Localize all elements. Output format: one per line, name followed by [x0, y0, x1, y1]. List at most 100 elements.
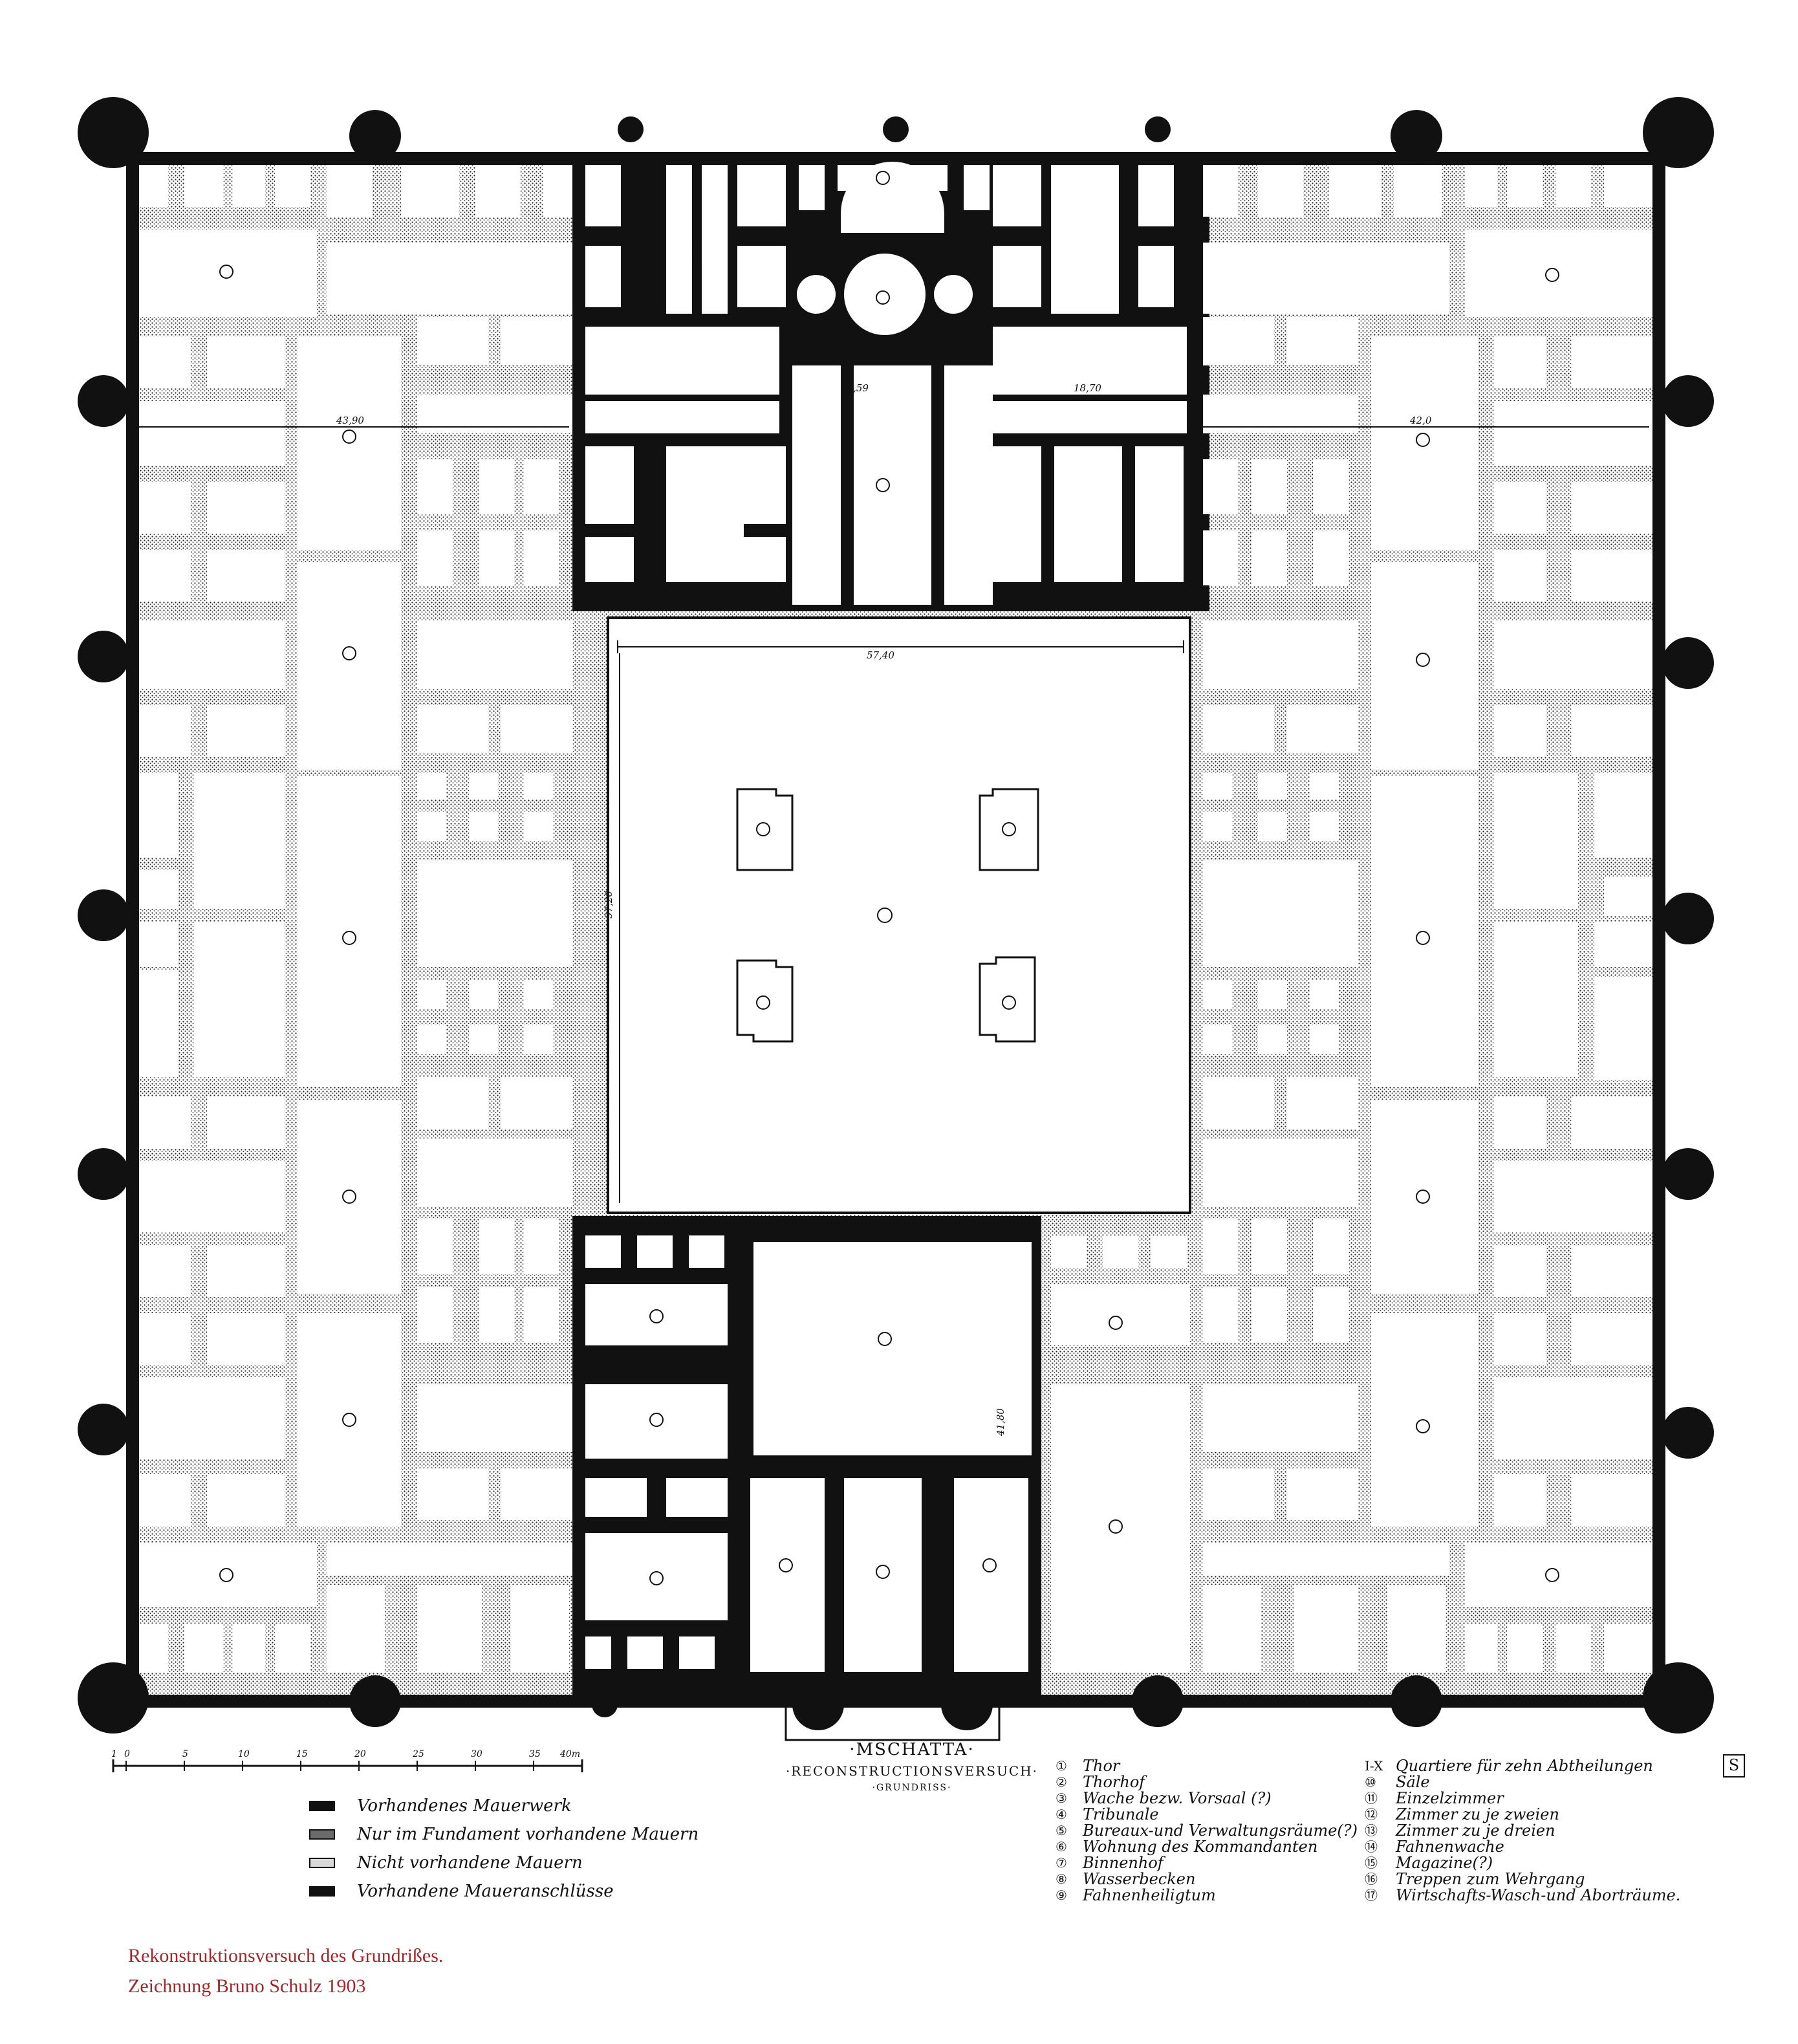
scale-tick-label: 5 — [182, 1749, 188, 1759]
key-row: ⑬ Zimmer zu je dreien — [1365, 1823, 1680, 1839]
key-row: ⑫ Zimmer zu je zweien — [1365, 1807, 1680, 1823]
svg-text:4,42: 4,42 — [746, 582, 768, 594]
key-number: ② — [1056, 1774, 1067, 1790]
key-label: Treppen zum Wehrgang — [1396, 1870, 1585, 1888]
key-label: Wache bezw. Vorsaal (?) — [1083, 1789, 1272, 1807]
north-block-rooms — [585, 165, 1187, 605]
key-row: ③ Wache bezw. Vorsaal (?) — [1056, 1790, 1358, 1807]
key-number: ⑧ — [1056, 1871, 1067, 1887]
dim-side-h: 18,70 — [1074, 382, 1101, 394]
svg-text:4,43: 4,43 — [592, 582, 614, 594]
legend-item: Vorhandenes Mauerwerk — [309, 1792, 699, 1820]
title-lines — [785, 1708, 1001, 1741]
title-line-3: ·GRUNDRISS· — [872, 1783, 952, 1793]
key-row: ⑭ Fahnenwache — [1365, 1839, 1680, 1855]
key-label: Fahnenheiligtum — [1083, 1886, 1216, 1904]
scale-tick-label: 10 — [238, 1749, 250, 1759]
court-centre-mark — [877, 908, 893, 923]
key-number: ③ — [1056, 1790, 1067, 1806]
key-label: Magazine(?) — [1396, 1854, 1493, 1872]
key-label: Zimmer zu je dreien — [1396, 1821, 1555, 1840]
plan-title: ·MSCHATTA· ·RECONSTRUCTIONSVERSUCH· ·GRU… — [763, 1740, 1061, 1793]
key-label: Wohnung des Kommandanten — [1083, 1838, 1318, 1856]
svg-text:6,90: 6,90 — [676, 582, 698, 594]
legend-label: Vorhandene Maueranschlüsse — [357, 1882, 614, 1901]
key-label: Einzelzimmer — [1396, 1789, 1504, 1807]
key-number: ⑰ — [1365, 1887, 1378, 1903]
scale-tick-label: 40m — [559, 1749, 580, 1759]
key-label: Wirtschafts-Wasch-und Aborträume. — [1396, 1886, 1681, 1904]
legend-label: Nur im Fundament vorhandene Mauern — [357, 1825, 699, 1844]
legend-label: Nicht vorhandene Mauern — [357, 1853, 583, 1873]
key-label: Thor — [1083, 1757, 1120, 1775]
scale-tick-label: 15 — [296, 1749, 308, 1759]
key-number: ⑯ — [1365, 1871, 1378, 1887]
key-row: ⑮ Magazine(?) — [1365, 1855, 1680, 1871]
courtyard — [607, 616, 1191, 1214]
dim-court-width: 57,40 — [867, 649, 894, 661]
key-number: ⑥ — [1056, 1839, 1067, 1854]
image-caption: Rekonstruktionsversuch des Grundrißes. Z… — [128, 1941, 443, 2001]
monogram-mark: S — [1723, 1754, 1745, 1778]
scale-tick-label: 1 — [111, 1749, 117, 1759]
key-row: ⑯ Treppen zum Wehrgang — [1365, 1871, 1680, 1887]
scale-tick-label: 30 — [471, 1749, 482, 1759]
scale-tick-label: 0 — [124, 1749, 130, 1759]
key-row: ① Thor — [1056, 1758, 1358, 1774]
legend-swatch — [309, 1829, 335, 1840]
key-number: ⑪ — [1365, 1790, 1378, 1806]
key-label: Binnenhof — [1083, 1854, 1164, 1872]
key-row: ⑤ Bureaux-und Verwaltungsräume(?) — [1056, 1823, 1358, 1839]
legend-swatch — [309, 1886, 335, 1897]
key-number: I-X — [1365, 1758, 1383, 1774]
key-number: ④ — [1056, 1807, 1067, 1822]
key-label: Fahnenwache — [1396, 1838, 1504, 1856]
room-markers — [219, 171, 1559, 1585]
gate-halls — [585, 1235, 1190, 1672]
key-label: Bureaux-und Verwaltungsräume(?) — [1083, 1821, 1358, 1840]
key-number: ⑭ — [1365, 1839, 1378, 1854]
svg-text:4,42: 4,42 — [1003, 582, 1025, 594]
svg-text:4,42: 4,42 — [1147, 582, 1169, 594]
key-row: ⑰ Wirtschafts-Wasch-und Aborträume. — [1365, 1887, 1680, 1904]
caption-line-2: Zeichnung Bruno Schulz 1903 — [128, 1975, 366, 1997]
corner-towers — [78, 97, 1714, 1734]
key-number: ⑮ — [1365, 1855, 1378, 1871]
key-number: ⑬ — [1365, 1823, 1378, 1838]
west-wing-rooms — [139, 165, 572, 1672]
key-row: ⑩ Säle — [1365, 1774, 1680, 1790]
title-line-1: ·MSCHATTA· — [849, 1740, 975, 1759]
legend-item: Nur im Fundament vorhandene Mauern — [309, 1820, 699, 1849]
dim-east-width: 42,0 — [1409, 415, 1432, 426]
bay-dimensions: 4,43 6,90 4,42 4,42 7,12 4,42 — [592, 582, 1169, 594]
legend-label: Vorhandenes Mauerwerk — [357, 1796, 572, 1816]
key-number: ⑤ — [1056, 1823, 1067, 1838]
key-number: ⑩ — [1365, 1774, 1376, 1790]
scale-tick-label: 25 — [412, 1749, 424, 1759]
material-legend: Vorhandenes Mauerwerk Nur im Fundament v… — [309, 1792, 699, 1906]
legend-item: Vorhandene Maueranschlüsse — [309, 1877, 699, 1906]
key-number: ① — [1056, 1758, 1067, 1774]
scale-bar: 1 0 5 10 15 20 25 30 35 40m — [111, 1749, 583, 1772]
legend-swatch — [309, 1858, 335, 1868]
key-label: Säle — [1396, 1773, 1430, 1791]
key-number: ⑫ — [1365, 1807, 1378, 1822]
gate-court — [753, 1242, 1032, 1455]
key-number: ⑦ — [1056, 1855, 1067, 1871]
dim-nave-h: 14,55 — [691, 237, 702, 265]
key-label: Zimmer zu je zweien — [1396, 1805, 1559, 1823]
dim-court-height: 57,20 — [603, 891, 614, 919]
legend-item: Nicht vorhandene Mauern — [309, 1849, 699, 1877]
key-row: ⑦ Binnenhof — [1056, 1855, 1358, 1871]
dim-gate-depth: 41,80 — [995, 1408, 1006, 1437]
scale-tick-label: 20 — [354, 1749, 366, 1759]
legend-swatch — [309, 1801, 335, 1811]
dim-west-width: 43,90 — [336, 415, 364, 426]
